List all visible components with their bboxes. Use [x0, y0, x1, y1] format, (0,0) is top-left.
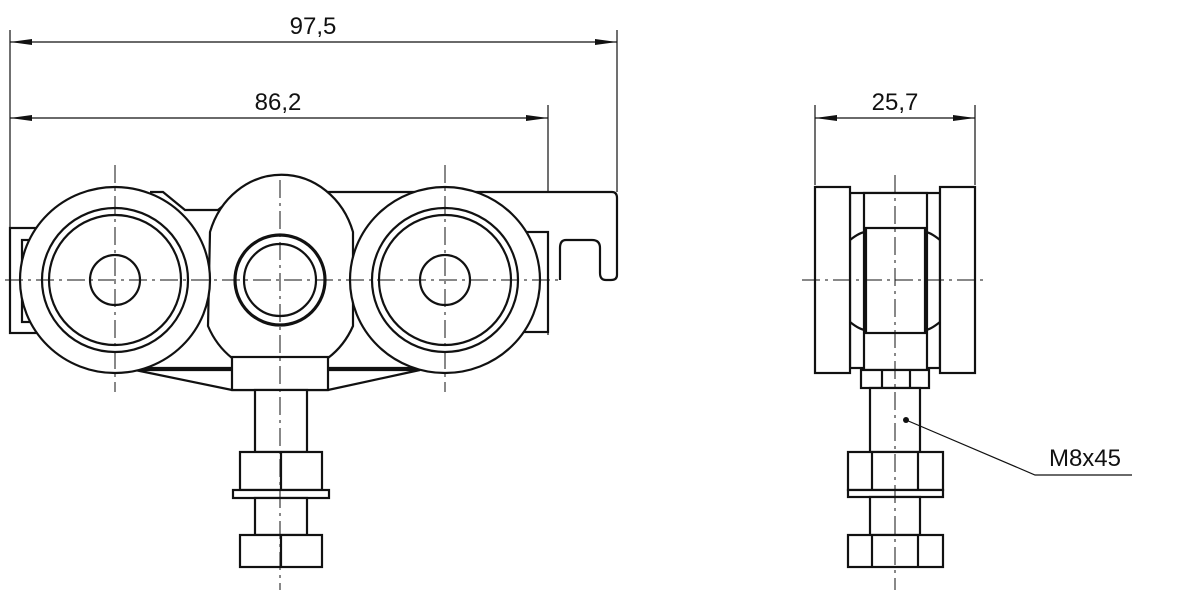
callout-bolt: M8x45	[903, 417, 1132, 476]
dimension-overall-length: 97,5	[9, 13, 618, 228]
dimension-label-overall: 97,5	[290, 13, 337, 40]
side-view: 25,7 M8x45	[802, 89, 1132, 590]
dimension-width: 25,7	[814, 89, 976, 185]
dimension-label-span: 86,2	[255, 89, 302, 116]
dimension-label-width: 25,7	[872, 89, 919, 116]
bolt-size-label: M8x45	[1049, 445, 1121, 472]
front-view: 97,5 86,2	[5, 13, 619, 590]
